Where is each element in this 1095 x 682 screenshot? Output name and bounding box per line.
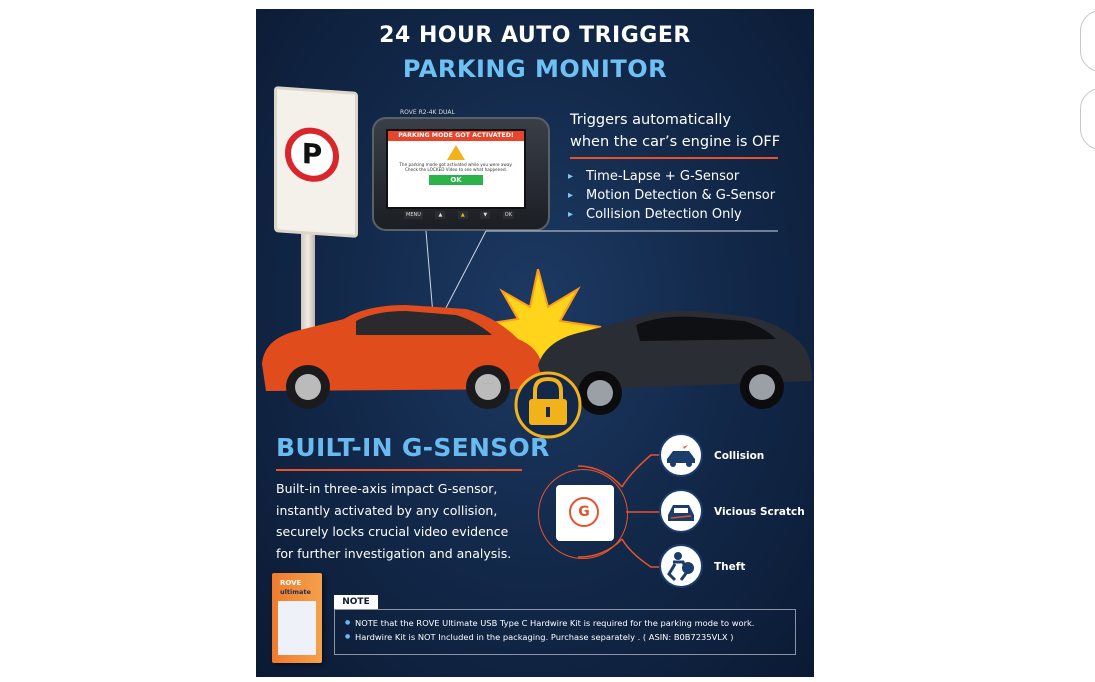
trigger-text: Triggers automatically when the car’s en… — [570, 109, 800, 153]
ok-hw-button[interactable]: OK — [502, 211, 514, 219]
sensor-underline — [276, 469, 522, 471]
mode-item: Collision Detection Only — [568, 205, 808, 224]
hardwire-kit-box: ROVE ultimate — [272, 573, 322, 663]
dashcam-button-row: MENU ▲ ▲ ▼ OK — [404, 211, 514, 219]
box-image — [278, 601, 316, 655]
warning-button[interactable]: ▲ — [457, 211, 468, 219]
category-collision: Collision — [714, 450, 765, 462]
menu-button[interactable]: MENU — [404, 211, 423, 219]
crash-illustration — [262, 269, 812, 439]
g-sensor-ring — [538, 469, 628, 559]
box-brand: ROVE — [280, 579, 302, 587]
parking-sign-post — [301, 224, 315, 339]
note-box: NOTE that the ROVE Ultimate USB Type C H… — [334, 609, 796, 655]
category-vicious-scratch: Vicious Scratch — [714, 506, 805, 518]
headline-line2: PARKING MONITOR — [402, 55, 668, 83]
ok-button[interactable]: OK — [429, 175, 483, 185]
note-label: NOTE — [334, 595, 378, 609]
g-sensor-icon: G — [569, 497, 599, 527]
alert-message-line1: The parking mode got activated while you… — [399, 162, 513, 167]
trigger-text-line1: Triggers automatically — [570, 112, 732, 128]
sensor-description-line: Built-in three-axis impact G-sensor, — [276, 481, 498, 496]
trigger-text-line2: when the car’s engine is OFF — [570, 134, 781, 150]
down-button[interactable]: ▼ — [480, 211, 491, 219]
dashcam-screen: PARKING MODE GOT ACTIVATED! The parking … — [386, 129, 526, 209]
sensor-heading: BUILT-IN G-SENSOR — [276, 433, 550, 462]
category-theft: Theft — [714, 561, 746, 573]
product-image: 24 HOUR AUTO TRIGGER PARKING MONITOR P R… — [256, 9, 814, 677]
black-car-icon — [538, 310, 812, 415]
headline-line1: 24 HOUR AUTO TRIGGER — [379, 23, 691, 48]
warning-icon — [447, 145, 465, 160]
box-product-name: ultimate — [280, 588, 311, 596]
sensor-description-line: securely locks crucial video evidence — [276, 524, 509, 539]
alert-title: PARKING MODE GOT ACTIVATED! — [388, 131, 524, 141]
mode-item: Motion Detection & G-Sensor — [568, 186, 808, 205]
sensor-description-line: instantly activated by any collision, — [276, 502, 498, 518]
g-sensor-badge: G — [556, 485, 614, 541]
dashcam-device: ROVE R2-4K DUAL PARKING MODE GOT ACTIVAT… — [372, 109, 550, 231]
note-item: Hardwire Kit is NOT Included in the pack… — [345, 630, 795, 644]
carousel-next-button[interactable] — [1080, 10, 1095, 72]
theft-icon — [659, 544, 703, 588]
dashcam-brand: ROVE R2-4K DUAL — [400, 109, 455, 116]
note-item: NOTE that the ROVE Ultimate USB Type C H… — [345, 616, 795, 630]
sensor-description: Built-in three-axis impact G-sensor, ins… — [276, 478, 516, 564]
parking-mode-list: Time-Lapse + G-Sensor Motion Detection &… — [568, 167, 808, 224]
mode-item: Time-Lapse + G-Sensor — [568, 167, 808, 186]
carousel-thumbnail-button[interactable] — [1080, 88, 1095, 150]
sensor-description-line: for further investigation and analysis. — [276, 545, 512, 561]
collision-icon — [659, 433, 703, 477]
red-car-icon — [262, 305, 544, 409]
lock-icon — [514, 371, 582, 439]
alert-message-line2: Check the LOCKED Video to see what happe… — [405, 167, 507, 172]
trigger-underline — [570, 157, 778, 159]
up-button[interactable]: ▲ — [435, 211, 446, 219]
scratch-icon — [659, 489, 703, 533]
